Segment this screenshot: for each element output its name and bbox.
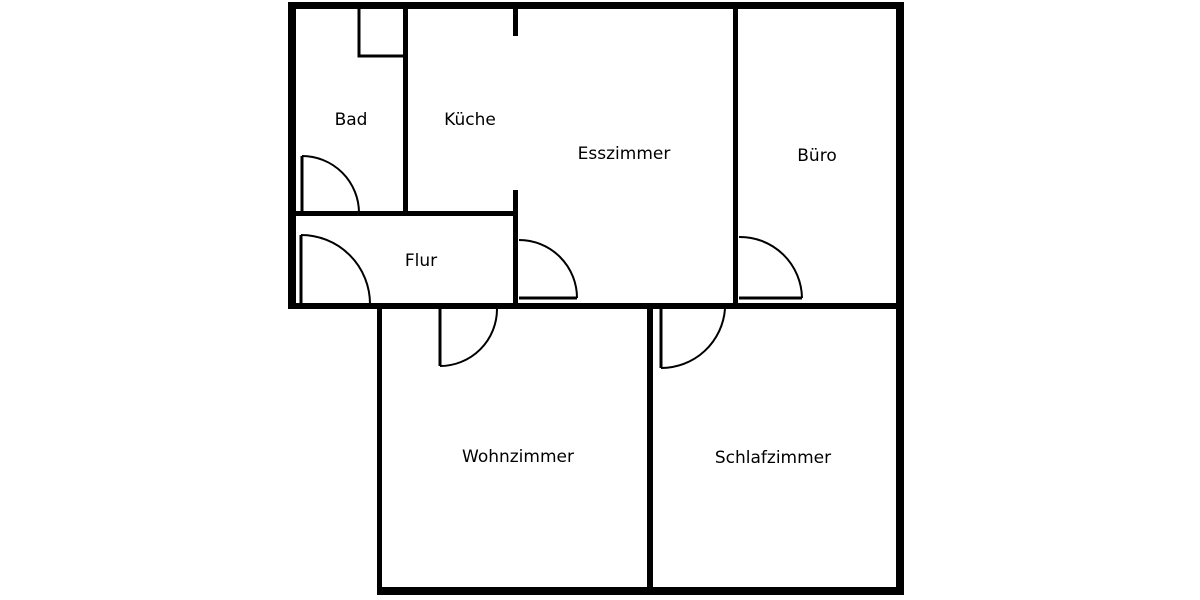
wall-bottom	[377, 587, 904, 595]
door-esszimmer[interactable]	[518, 239, 578, 300]
door-schlafzimmer[interactable]	[659, 308, 726, 370]
wall-kueche-esszimmer-top	[513, 2, 518, 36]
wall-right	[896, 2, 904, 595]
room-label-buero: Büro	[797, 146, 836, 166]
wall-left-upper	[288, 2, 296, 308]
room-label-wohnzimmer: Wohnzimmer	[462, 447, 574, 467]
room-label-bad: Bad	[335, 110, 368, 130]
room-label-esszimmer: Esszimmer	[578, 144, 671, 164]
door-flur[interactable]	[299, 234, 371, 305]
door-wohnzimmer[interactable]	[438, 308, 498, 367]
door-bad[interactable]	[300, 155, 360, 214]
room-label-kueche: Küche	[444, 110, 496, 130]
room-label-flur: Flur	[405, 251, 437, 271]
wall-wohnzimmer-schlafzimmer	[647, 303, 653, 595]
wall-left-lower	[377, 303, 382, 595]
inner-walls	[292, 2, 738, 595]
outer-walls	[288, 2, 904, 595]
room-label-schlafzimmer: Schlafzimmer	[715, 448, 831, 468]
door-buero[interactable]	[738, 235, 803, 300]
wall-esszimmer-buero	[733, 2, 738, 308]
wall-kueche-esszimmer-bottom	[513, 190, 518, 308]
wall-mid-horizontal	[288, 303, 904, 309]
wall-bad-kueche	[403, 2, 408, 216]
wall-top	[288, 2, 904, 9]
wall-flur-top	[292, 211, 518, 216]
bathroom-fixture	[357, 7, 405, 58]
